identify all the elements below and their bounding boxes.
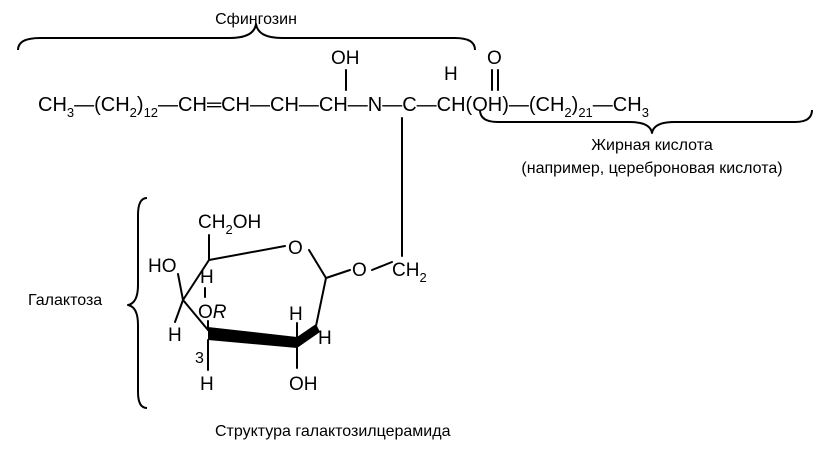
or-group-label: OR (198, 302, 227, 323)
sphingosine-brace (17, 23, 476, 51)
link-oxygen: O (352, 260, 367, 281)
nh-hydrogen: H (444, 64, 458, 85)
fatty-acid-label: Жирная кислота (591, 137, 713, 154)
o-ch2-bond (371, 261, 393, 271)
fatty-acid-brace (479, 109, 813, 134)
sphingosine-label: Сфингозин (215, 11, 297, 28)
main-chain-formula: CH3—(CH2)12—CH═CH—CH—CH—N—C—CH(OH)—(CH2)… (38, 94, 649, 120)
c4-h-bond (174, 299, 184, 323)
ring-bond-c2-c1-wedge (297, 324, 320, 348)
figure-caption: Структура галактозилцерамида (215, 423, 451, 440)
h-c2-label: H (289, 304, 303, 325)
c1-o-link-bond (325, 269, 351, 279)
ch2-link-label: CH2 (392, 260, 427, 285)
ring-bond-c4-c3 (182, 299, 209, 331)
ho-c4-label: HO (148, 256, 177, 277)
oh-top-label: OH (331, 48, 360, 69)
ring-bond-c1-c2 (315, 277, 327, 327)
position-3-label: 3 (195, 350, 204, 367)
galactose-label: Галактоза (28, 292, 102, 309)
h-c4-label: H (168, 325, 182, 346)
ring-bond-c5-c4 (182, 259, 210, 301)
h-c3-down-label: H (200, 374, 214, 395)
galactose-brace (127, 197, 148, 409)
ch2oh-label: CH2OH (198, 212, 261, 237)
ring-oxygen: O (288, 238, 303, 259)
ring-bond-c3-c2-bold (208, 327, 297, 348)
h-c1-label: H (318, 328, 332, 349)
carbonyl-oxygen: O (487, 48, 502, 69)
ring-bond-o-c1 (308, 249, 327, 279)
fatty-acid-example: (например, цереброновая кислота) (521, 160, 782, 177)
h-c5-label: H (200, 267, 214, 288)
oh-c2-label: OH (289, 374, 318, 395)
ring-bond-c5-o (208, 245, 286, 261)
c4-oh-bond (177, 273, 184, 301)
